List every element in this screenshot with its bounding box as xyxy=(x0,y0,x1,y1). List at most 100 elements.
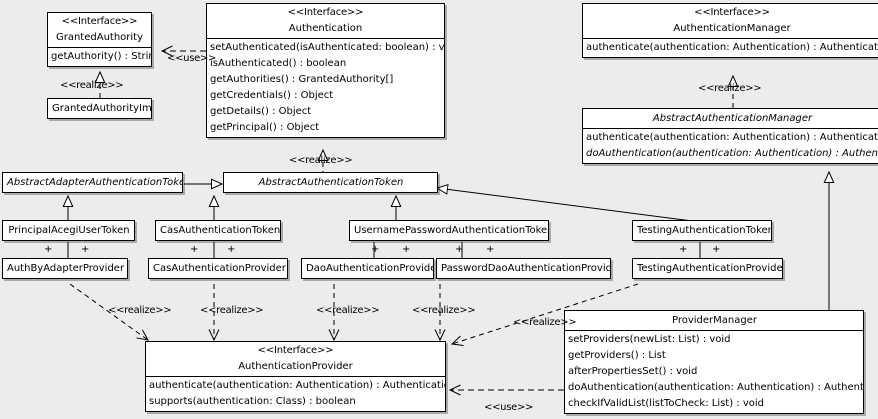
method-row: authenticate(authentication: Authenticat… xyxy=(149,380,446,391)
class-abstract-authentication-manager[interactable]: AbstractAuthenticationManager authentica… xyxy=(582,108,878,164)
class-username-password-authentication-token[interactable]: UsernamePasswordAuthenticationToken xyxy=(349,220,549,241)
class-name: Authentication xyxy=(288,23,363,34)
method-row: setProviders(newList: List) : void xyxy=(568,334,731,345)
class-name: PrincipalAcegiUserToken xyxy=(8,225,130,236)
class-header: CasAuthenticationToken xyxy=(156,221,280,240)
method-row: getProviders() : List xyxy=(568,350,666,361)
stereotype-label: <<Interface>> xyxy=(61,16,138,27)
class-header: UsernamePasswordAuthenticationToken xyxy=(350,221,548,240)
class-header: ProviderManager xyxy=(565,311,863,330)
class-name: ProviderManager xyxy=(671,315,757,326)
class-abstract-authentication-token[interactable]: AbstractAuthenticationToken xyxy=(223,172,438,193)
class-password-dao-authentication-provider[interactable]: PasswordDaoAuthenticationProvider xyxy=(436,258,611,279)
class-header: TestingAuthenticationToken xyxy=(633,221,771,240)
edge-label-realize-auth-by-adapter-provider: <<realize>> xyxy=(108,305,172,316)
class-authentication-manager[interactable]: <<Interface>> AuthenticationManager auth… xyxy=(582,3,878,58)
multiplicity-marker: + xyxy=(227,244,236,255)
multiplicity-marker: + xyxy=(455,244,464,255)
class-name: AuthenticationProvider xyxy=(238,361,353,372)
class-granted-authority[interactable]: <<Interface>> GrantedAuthority getAuthor… xyxy=(47,12,152,67)
class-header: PasswordDaoAuthenticationProvider xyxy=(437,259,610,278)
methods-compartment: setProviders(newList: List) : void getPr… xyxy=(565,330,863,413)
class-auth-by-adapter-provider[interactable]: AuthByAdapterProvider xyxy=(2,258,128,279)
class-name: AbstractAdapterAuthenticationToken xyxy=(7,177,183,188)
edge-label-realize-granted-authority-impl: <<realize>> xyxy=(60,80,124,91)
class-name: AbstractAuthenticationManager xyxy=(652,113,813,124)
method-row: getAuthorities() : GrantedAuthority[] xyxy=(210,74,394,85)
method-row: isAuthenticated() : boolean xyxy=(210,58,347,69)
multiplicity-marker: + xyxy=(486,244,495,255)
class-name: DaoAuthenticationProvider xyxy=(306,263,434,274)
edge-label-use-provider-manager: <<use>> xyxy=(484,402,534,413)
stereotype-label: <<Interface>> xyxy=(287,7,364,18)
class-name: PasswordDaoAuthenticationProvider xyxy=(441,263,611,274)
class-testing-authentication-provider[interactable]: TestingAuthenticationProvider xyxy=(632,258,783,279)
method-row: getPrincipal() : Object xyxy=(210,122,320,133)
class-name: AuthenticationManager xyxy=(673,23,791,34)
stereotype-label: <<Interface>> xyxy=(257,345,334,356)
class-name: AuthByAdapterProvider xyxy=(7,263,125,274)
class-header: <<Interface>> Authentication xyxy=(207,4,444,38)
class-header: GrantedAuthorityImpl xyxy=(48,99,151,118)
class-name: UsernamePasswordAuthenticationToken xyxy=(354,225,549,236)
class-dao-authentication-provider[interactable]: DaoAuthenticationProvider xyxy=(301,258,434,279)
multiplicity-marker: + xyxy=(679,244,688,255)
multiplicity-marker: + xyxy=(712,244,721,255)
method-row: getDetails() : Object xyxy=(210,106,312,117)
class-header: AbstractAuthenticationManager xyxy=(583,109,878,128)
class-header: <<Interface>> AuthenticationProvider xyxy=(146,342,445,376)
class-authentication[interactable]: <<Interface>> Authentication setAuthenti… xyxy=(206,3,445,138)
class-name: GrantedAuthority xyxy=(55,32,144,43)
class-cas-authentication-token[interactable]: CasAuthenticationToken xyxy=(155,220,281,241)
class-provider-manager[interactable]: ProviderManager setProviders(newList: Li… xyxy=(564,310,864,414)
class-authentication-provider[interactable]: <<Interface>> AuthenticationProvider aut… xyxy=(145,341,446,412)
multiplicity-marker: + xyxy=(190,244,199,255)
class-granted-authority-impl[interactable]: GrantedAuthorityImpl xyxy=(47,98,152,119)
method-row: authenticate(authentication: Authenticat… xyxy=(586,132,878,143)
class-header: AbstractAdapterAuthenticationToken xyxy=(3,173,182,192)
edge-label-use-granted-authority: <<use>> xyxy=(167,53,217,64)
class-abstract-adapter-authentication-token[interactable]: AbstractAdapterAuthenticationToken xyxy=(2,172,183,193)
stereotype-label: <<Interface>> xyxy=(694,7,770,18)
class-testing-authentication-token[interactable]: TestingAuthenticationToken xyxy=(632,220,772,241)
method-row: afterPropertiesSet() : void xyxy=(568,366,698,377)
class-header: <<Interface>> GrantedAuthority xyxy=(48,13,151,47)
method-row: getAuthority() : String xyxy=(51,51,152,62)
edge-label-realize-abstract-authentication-manager: <<realize>> xyxy=(698,83,762,94)
method-row: authenticate(authentication: Authenticat… xyxy=(586,42,878,53)
class-header: TestingAuthenticationProvider xyxy=(633,259,782,278)
methods-compartment: setAuthenticated(isAuthenticated: boolea… xyxy=(207,38,444,137)
multiplicity-marker: + xyxy=(44,244,53,255)
class-header: AuthByAdapterProvider xyxy=(3,259,127,278)
method-row: checkIfValidList(listToCheck: List) : vo… xyxy=(568,398,765,409)
multiplicity-marker: + xyxy=(371,244,380,255)
multiplicity-marker: + xyxy=(81,244,90,255)
class-name: CasAuthenticationToken xyxy=(160,225,281,236)
class-header: DaoAuthenticationProvider xyxy=(302,259,433,278)
edge-label-realize-abstract-authentication-token: <<realize>> xyxy=(289,155,353,166)
multiplicity-marker: + xyxy=(402,244,411,255)
method-row: setAuthenticated(isAuthenticated: boolea… xyxy=(210,42,445,53)
edge-label-realize-cas-authentication-provider: <<realize>> xyxy=(200,305,264,316)
method-row: getCredentials() : Object xyxy=(210,90,334,101)
method-row: supports(authentication: Class) : boolea… xyxy=(149,396,356,407)
class-cas-authentication-provider[interactable]: CasAuthenticationProvider xyxy=(148,258,288,279)
class-header: PrincipalAcegiUserToken xyxy=(3,221,134,240)
edge-label-realize-dao-authentication-provider: <<realize>> xyxy=(316,305,380,316)
method-row: doAuthentication(authentication: Authent… xyxy=(586,148,878,159)
class-header: AbstractAuthenticationToken xyxy=(224,173,437,192)
methods-compartment: authenticate(authentication: Authenticat… xyxy=(583,38,878,57)
methods-compartment: authenticate(authentication: Authenticat… xyxy=(583,128,878,163)
class-name: TestingAuthenticationToken xyxy=(637,225,772,236)
class-name: GrantedAuthorityImpl xyxy=(52,103,152,114)
edge-label-realize-testing-authentication-provider: <<realize>> xyxy=(513,317,577,328)
edge-testing-token-to-abstract-token xyxy=(435,183,701,223)
class-principal-acegi-user-token[interactable]: PrincipalAcegiUserToken xyxy=(2,220,135,241)
methods-compartment: authenticate(authentication: Authenticat… xyxy=(146,376,445,411)
method-row: doAuthentication(authentication: Authent… xyxy=(568,382,864,393)
edge-label-realize-password-dao-authentication-provider: <<realize>> xyxy=(412,305,476,316)
class-name: TestingAuthenticationProvider xyxy=(637,263,783,274)
methods-compartment: getAuthority() : String xyxy=(48,47,151,66)
class-header: CasAuthenticationProvider xyxy=(149,259,287,278)
